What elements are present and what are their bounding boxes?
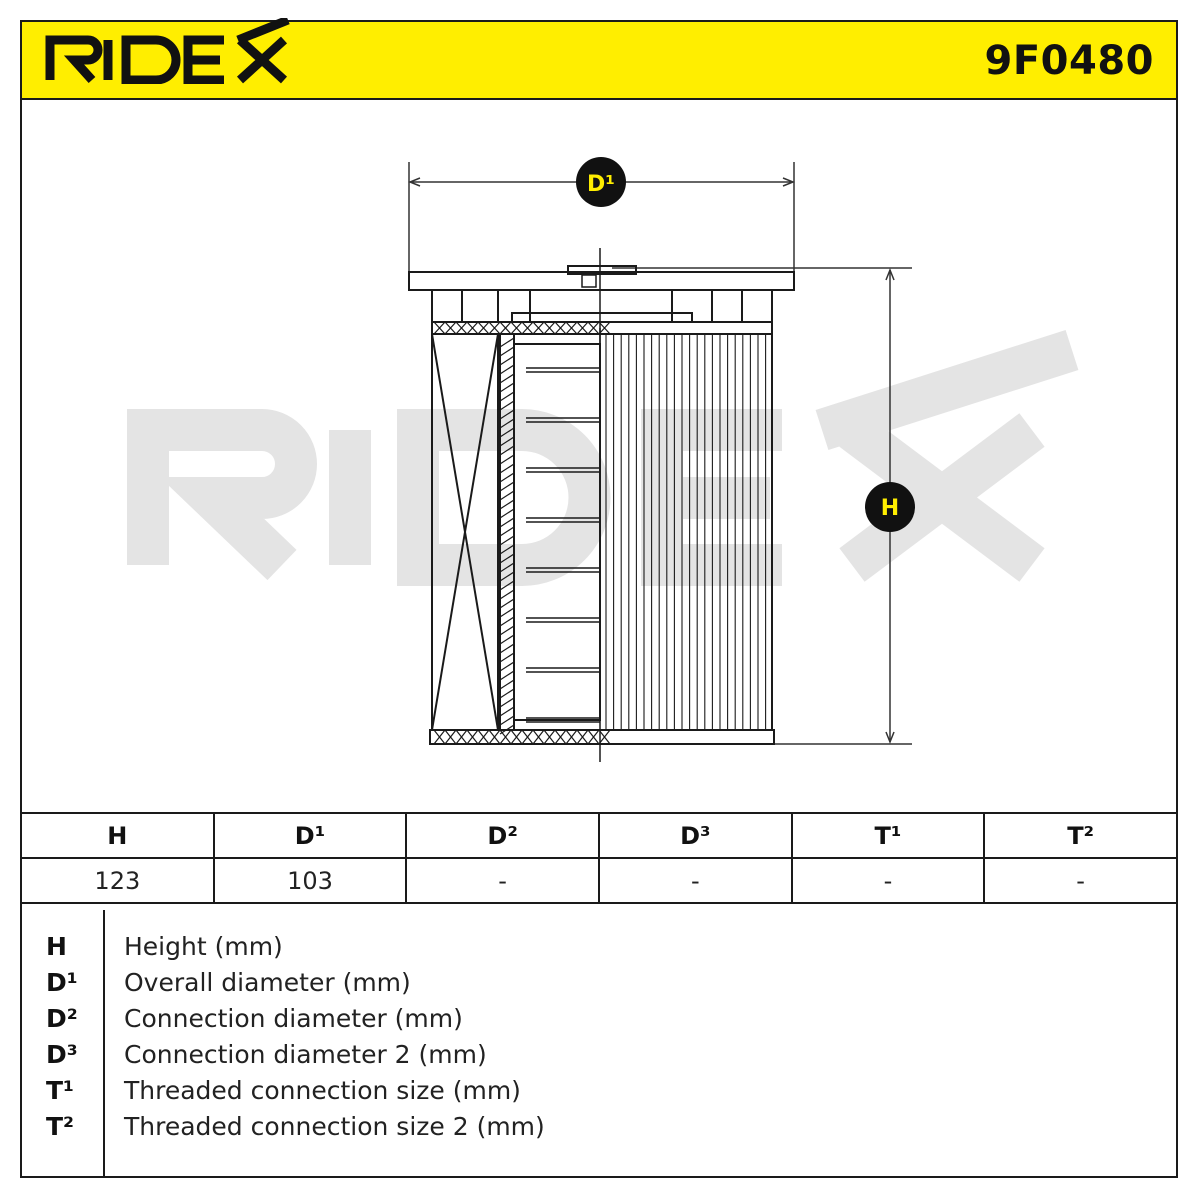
ridex-logo [45, 18, 290, 84]
legend-code: D¹ [46, 967, 78, 997]
spec-header-t1: T¹ [790, 812, 986, 859]
legend-desc: Connection diameter (mm) [124, 1003, 463, 1033]
core-rungs [526, 367, 600, 723]
spec-value-t1: - [790, 857, 986, 904]
d1-badge: D¹ [576, 157, 626, 207]
seal-hatching [433, 321, 611, 745]
legend-code: T² [46, 1111, 75, 1141]
filter-body [408, 265, 795, 745]
technical-drawing: D¹ H [127, 157, 1079, 762]
part-number: 9F0480 [984, 38, 1154, 84]
legend-divider [103, 910, 105, 1178]
legend-code: H [46, 931, 67, 961]
legend-desc: Height (mm) [124, 931, 283, 961]
legend-desc: Threaded connection size 2 (mm) [124, 1111, 545, 1141]
spec-header-t2: T² [983, 812, 1178, 859]
filter-pleats [605, 334, 767, 730]
spec-header-d3: D³ [597, 812, 793, 859]
spec-value-h: 123 [20, 857, 215, 904]
legend-code: D³ [46, 1039, 78, 1069]
legend-desc: Threaded connection size (mm) [124, 1075, 521, 1105]
legend-desc: Connection diameter 2 (mm) [124, 1039, 487, 1069]
tube-hatching [499, 337, 515, 735]
legend-code: D² [46, 1003, 78, 1033]
spec-value-t2: - [983, 857, 1178, 904]
legend-desc: Overall diameter (mm) [124, 967, 411, 997]
spec-header-row: H D¹ D² D³ T¹ T² [20, 812, 1178, 859]
svg-text:D¹: D¹ [587, 172, 615, 197]
center-line [581, 248, 601, 762]
spec-value-d1: 103 [212, 857, 408, 904]
spec-value-row: 123 103 - - - - [20, 857, 1178, 904]
legend: H Height (mm) D¹ Overall diameter (mm) D… [20, 910, 1178, 1178]
spec-value-d2: - [405, 857, 600, 904]
watermark-logo [127, 329, 1079, 586]
svg-text:H: H [881, 496, 899, 521]
legend-code: T¹ [46, 1075, 75, 1105]
h-badge: H [865, 482, 915, 532]
spec-header-d2: D² [405, 812, 600, 859]
spec-header-h: H [20, 812, 215, 859]
spec-value-d3: - [597, 857, 793, 904]
spec-table: H D¹ D² D³ T¹ T² 123 103 - - - - [20, 812, 1178, 904]
spec-header-d1: D¹ [212, 812, 408, 859]
